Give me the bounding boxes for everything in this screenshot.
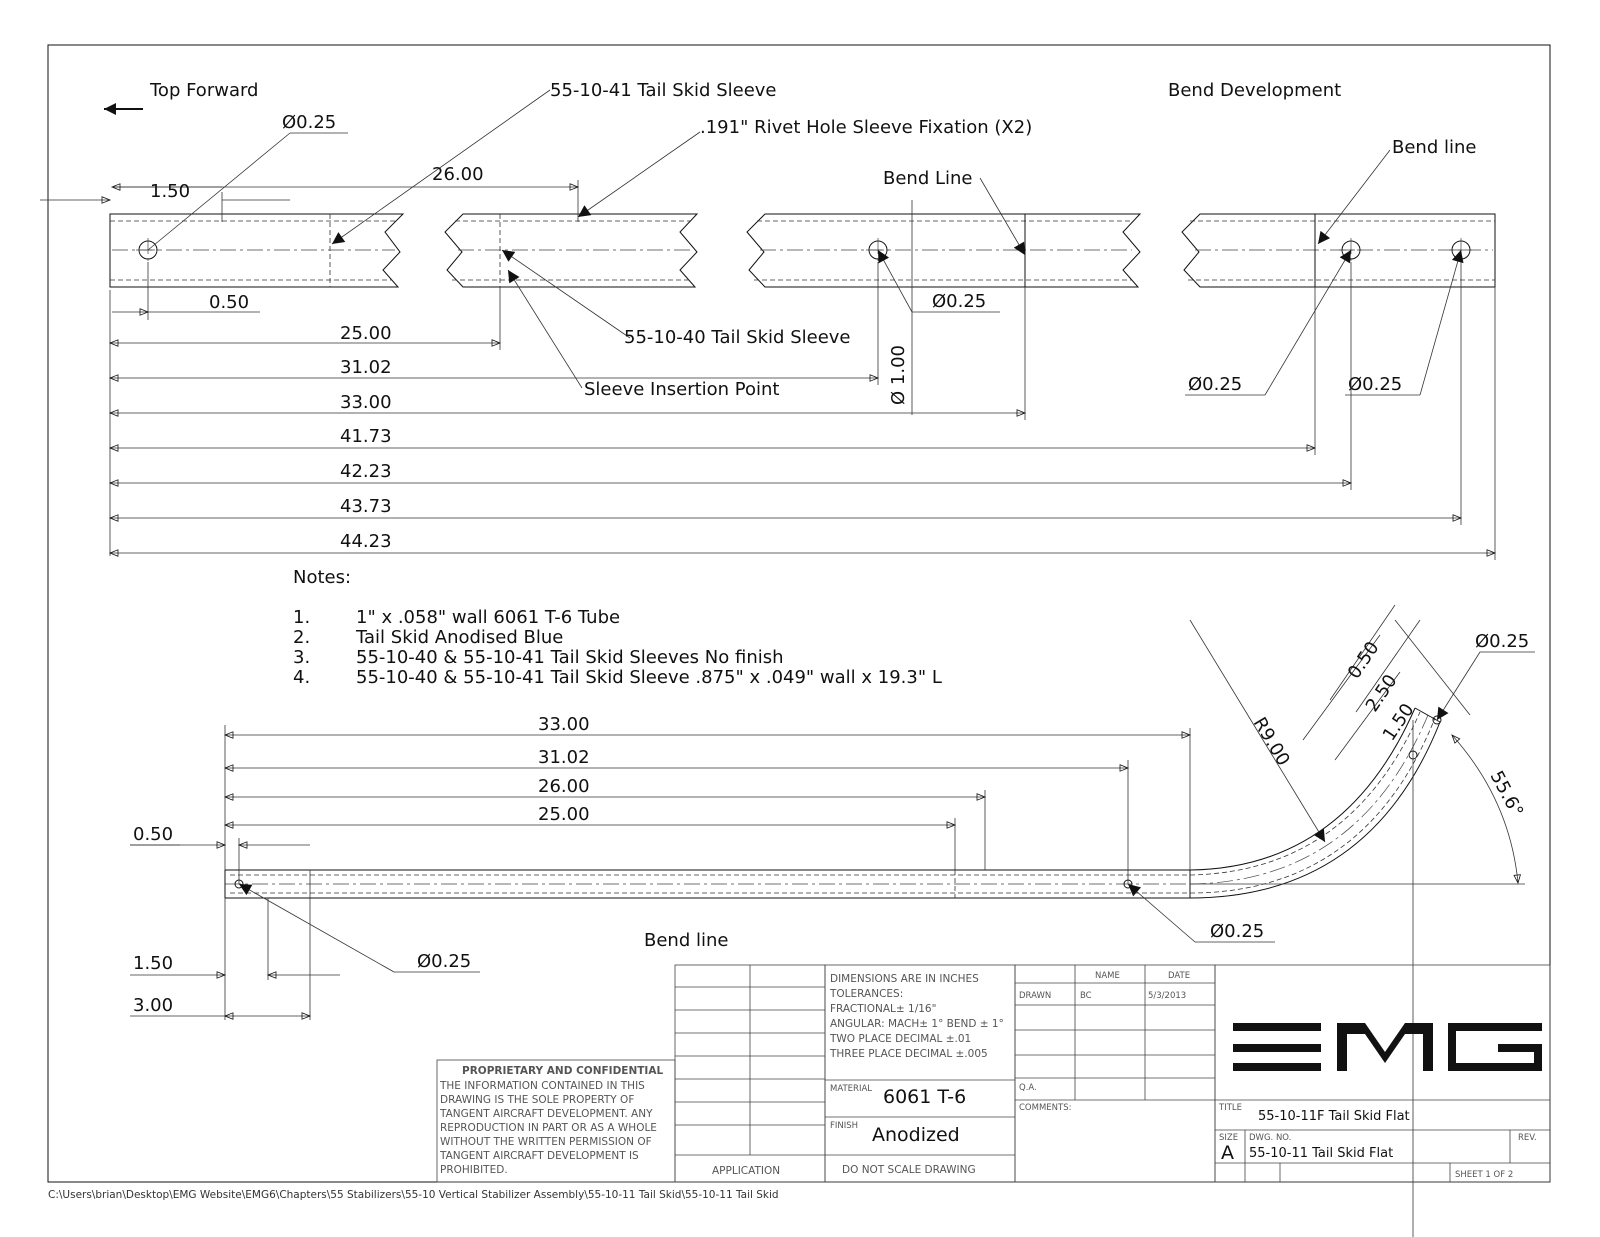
drawn-name: BC: [1080, 991, 1092, 1001]
note-number: 2.: [293, 627, 310, 648]
note-text: 1" x .058" wall 6061 T-6 Tube: [356, 607, 620, 628]
tolerance-line: THREE PLACE DECIMAL ±.005: [829, 1048, 988, 1060]
note-number: 4.: [293, 667, 310, 688]
dim-2500: 25.00: [340, 323, 392, 344]
tolerance-line: TWO PLACE DECIMAL ±.01: [829, 1033, 971, 1045]
application-label: APPLICATION: [712, 1165, 780, 1177]
size-value: A: [1221, 1142, 1234, 1164]
note-number: 3.: [293, 647, 310, 668]
date-header: DATE: [1168, 971, 1190, 981]
proprietary-line: TANGENT AIRCRAFT DEVELOPMENT IS: [439, 1150, 639, 1162]
notes-title: Notes:: [293, 567, 351, 588]
dia-label: Ø0.25: [1475, 631, 1529, 652]
top-forward-label: Top Forward: [149, 80, 258, 101]
tolerance-line: ANGULAR: MACH± 1° BEND ± 1°: [830, 1018, 1004, 1030]
material-value: 6061 T-6: [883, 1086, 966, 1108]
drawing-title: 55-10-11F Tail Skid Flat: [1258, 1109, 1410, 1124]
proprietary-line: PROHIBITED.: [440, 1164, 508, 1176]
dia-label: Ø0.25: [1210, 921, 1264, 942]
dim-050: 0.50: [133, 824, 173, 845]
sleeve-41-label: 55-10-41 Tail Skid Sleeve: [550, 80, 777, 101]
proprietary-line: REPRODUCTION IN PART OR AS A WHOLE: [440, 1122, 657, 1134]
emg-logo: [1233, 1023, 1542, 1071]
proprietary-line: TANGENT AIRCRAFT DEVELOPMENT. ANY: [439, 1108, 653, 1120]
dia-label: Ø0.25: [932, 291, 986, 312]
note-text: 55-10-40 & 55-10-41 Tail Skid Sleeves No…: [356, 647, 784, 668]
dim-2600: 26.00: [538, 776, 590, 797]
drawn-label: DRAWN: [1019, 991, 1051, 1001]
dim-angle: 55.6°: [1486, 767, 1528, 820]
proprietary-line: THE INFORMATION CONTAINED IN THIS: [439, 1080, 645, 1092]
tolerance-line: TOLERANCES:: [829, 988, 903, 1000]
rev-label: REV.: [1518, 1133, 1537, 1143]
proprietary-line: WITHOUT THE WRITTEN PERMISSION OF: [440, 1136, 652, 1148]
dim-3300: 33.00: [538, 714, 590, 735]
sheet-label: SHEET 1 OF 2: [1455, 1170, 1513, 1180]
note-number: 1.: [293, 607, 310, 628]
sleeve-40-label: 55-10-40 Tail Skid Sleeve: [624, 327, 851, 348]
dwg-label: DWG. NO.: [1249, 1133, 1291, 1143]
tolerance-line: DIMENSIONS ARE IN INCHES: [830, 973, 979, 985]
dim-3102: 31.02: [538, 747, 590, 768]
dia-label: Ø0.25: [417, 951, 471, 972]
dim-050: 0.50: [209, 292, 249, 313]
drawn-date: 5/3/2013: [1148, 991, 1186, 1001]
rivet-hole-label: .191" Rivet Hole Sleeve Fixation (X2): [700, 117, 1032, 138]
dim-4423: 44.23: [340, 531, 392, 552]
dia-label: Ø0.25: [1188, 374, 1242, 395]
bend-line-label: Bend line: [644, 930, 728, 951]
comments-label: COMMENTS:: [1019, 1103, 1071, 1113]
top-view: Top Forward Bend Development: [40, 80, 1497, 560]
finish-label: FINISH: [830, 1121, 858, 1131]
drawing-border: [47, 44, 1551, 1183]
name-header: NAME: [1095, 971, 1120, 981]
dim-dia-tube: Ø 1.00: [888, 345, 909, 405]
dia-label: Ø0.25: [1348, 374, 1402, 395]
dim-4173: 41.73: [340, 426, 392, 447]
file-path: C:\Users\brian\Desktop\EMG Website\EMG6\…: [48, 1189, 779, 1201]
qa-label: Q.A.: [1019, 1083, 1037, 1093]
dim-3102: 31.02: [340, 357, 392, 378]
title-label: TITLE: [1218, 1103, 1242, 1113]
dimension-ladder: 25.00 31.02 33.00 41.73 42.23 43.73 44.2…: [108, 262, 1497, 560]
dim-4223: 42.23: [340, 461, 392, 482]
tolerance-line: FRACTIONAL± 1/16": [830, 1003, 936, 1015]
dim-b050: 0.50: [1344, 638, 1384, 683]
bend-development-label: Bend Development: [1168, 80, 1341, 101]
dim-150: 1.50: [133, 953, 173, 974]
dwg-value: 55-10-11 Tail Skid Flat: [1249, 1146, 1393, 1161]
finish-value: Anodized: [872, 1124, 960, 1146]
dim-4373: 43.73: [340, 496, 392, 517]
material-label: MATERIAL: [830, 1084, 872, 1094]
dim-2500: 25.00: [538, 804, 590, 825]
dim-300: 3.00: [133, 995, 173, 1016]
proprietary-title: PROPRIETARY AND CONFIDENTIAL: [462, 1065, 663, 1077]
dia-label: Ø0.25: [282, 112, 336, 133]
bent-view: 33.00 31.02 26.00 25.00 0.50 1.50 3.00 Ø…: [130, 604, 1535, 1237]
bend-line-right-label: Bend line: [1392, 137, 1476, 158]
bend-line-label: Bend Line: [883, 168, 973, 189]
do-not-scale: DO NOT SCALE DRAWING: [842, 1164, 976, 1176]
note-text: 55-10-40 & 55-10-41 Tail Skid Sleeve .87…: [356, 667, 942, 688]
dim-3300: 33.00: [340, 392, 392, 413]
note-text: Tail Skid Anodised Blue: [355, 627, 563, 648]
size-label: SIZE: [1219, 1133, 1238, 1143]
proprietary-line: DRAWING IS THE SOLE PROPERTY OF: [440, 1094, 634, 1106]
notes-block: Notes: 1. 1" x .058" wall 6061 T-6 Tube …: [293, 567, 942, 688]
title-block: PROPRIETARY AND CONFIDENTIAL THE INFORMA…: [436, 964, 1551, 1183]
dim-26: 26.00: [432, 164, 484, 185]
dim-150: 1.50: [150, 181, 190, 202]
tube-flat-outline: [109, 213, 1496, 288]
sleeve-insertion-label: Sleeve Insertion Point: [584, 379, 780, 400]
dim-radius: R9.00: [1249, 714, 1294, 770]
